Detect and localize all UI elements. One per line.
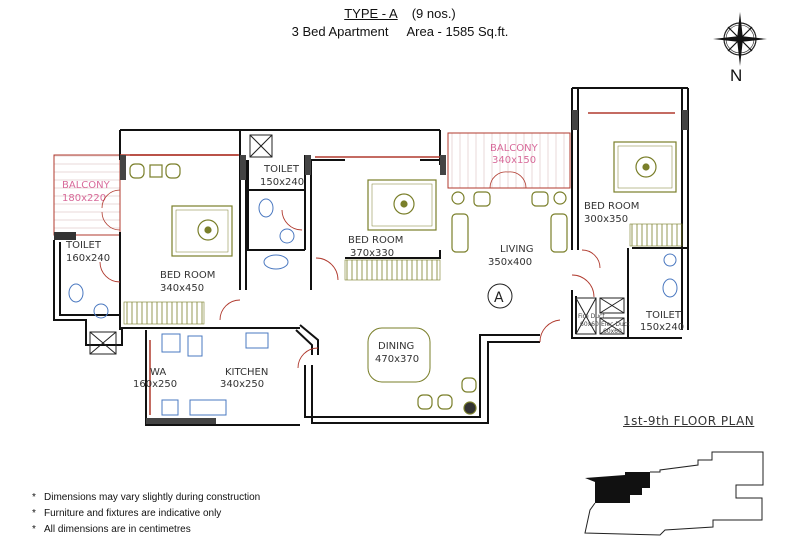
bedroom-mid-dims: 370x330	[350, 248, 394, 259]
elec-duct-name: Elec Duct	[601, 321, 630, 328]
balcony-left-name: BALCONY	[62, 180, 111, 191]
toilet-right-dims: 150x240	[640, 322, 684, 333]
note-text: Furniture and fixtures are indicative on…	[44, 508, 222, 519]
notes-list: * Dimensions may vary slightly during con…	[32, 490, 260, 538]
north-label: N	[730, 66, 743, 85]
wa-name: WA	[150, 367, 166, 378]
note-text: Dimensions may vary slightly during cons…	[44, 492, 261, 503]
plan-title: TYPE - A (9 nos.)	[0, 6, 800, 21]
units-count: (9 nos.)	[411, 6, 456, 21]
bedroom-mid-name: BED ROOM	[348, 235, 403, 246]
bed-mid-icon	[367, 179, 437, 231]
living-dims: 350x400	[488, 257, 532, 268]
apartment-description: 3 Bed Apartment	[291, 24, 389, 39]
toilet-left-name: TOILET	[65, 240, 102, 251]
note-bullet: *	[32, 524, 36, 535]
unit-marker-letter: A	[494, 290, 504, 306]
apartment-area: Area - 1585 Sq.ft.	[406, 24, 509, 39]
elec-duct-dims: 60x60	[603, 328, 622, 335]
sofa-set-icon	[451, 191, 568, 253]
shafts	[89, 134, 625, 355]
wardrobes	[123, 223, 683, 325]
key-plan-title: 1st-9th FLOOR PLAN	[623, 414, 755, 428]
column-blocks	[120, 110, 688, 424]
chairs-icon	[129, 163, 477, 415]
balcony-left: BALCONY 180x220	[53, 154, 121, 240]
bathroom-fixtures-icon	[68, 198, 678, 416]
bedroom-left-name: BED ROOM	[160, 270, 215, 281]
fire-duct	[575, 297, 597, 335]
living-name: LIVING	[500, 244, 534, 255]
wa-dims: 160x250	[133, 379, 177, 390]
note-text: All dimensions are in centimetres	[44, 524, 191, 535]
door-swing	[101, 189, 121, 209]
bedroom-right-dims: 300x350	[584, 214, 628, 225]
note-item: * Dimensions may vary slightly during con…	[32, 490, 260, 506]
note-item: * All dimensions are in centimetres	[32, 522, 260, 538]
balcony-left-dims: 180x220	[62, 193, 106, 204]
kitchen-name: KITCHEN	[225, 367, 268, 378]
note-item: * Furniture and fixtures are indicative o…	[32, 506, 260, 522]
toilet-mid-name: TOILET	[263, 164, 300, 175]
note-bullet: *	[32, 492, 36, 503]
unit-marker: A	[487, 283, 513, 309]
toilet-left-dims: 160x240	[66, 253, 110, 264]
fire-duct-dims: 60x60	[580, 321, 599, 328]
doors	[99, 209, 601, 369]
bedroom-right-name: BED ROOM	[584, 201, 639, 212]
key-plan	[584, 451, 764, 536]
unit-type-label: TYPE - A	[344, 6, 398, 21]
balcony-mid-name: BALCONY	[490, 143, 539, 154]
toilet-right-name: TOILET	[645, 310, 682, 321]
note-bullet: *	[32, 508, 36, 519]
door-swing	[101, 211, 121, 231]
fire-duct-name: Fire Duct	[578, 313, 605, 320]
balcony-mid-dims: 340x150	[492, 155, 536, 166]
toilet-mid-dims: 150x240	[260, 177, 304, 188]
plan-subtitle: 3 Bed Apartment Area - 1585 Sq.ft.	[0, 24, 800, 39]
bedroom-left-dims: 340x450	[160, 283, 204, 294]
dining-name: DINING	[378, 341, 414, 352]
north-compass-icon	[713, 12, 767, 66]
bed-left-icon	[171, 205, 233, 257]
kitchen-dims: 340x250	[220, 379, 264, 390]
dining-dims: 470x370	[375, 354, 419, 365]
balcony-mid: BALCONY 340x150	[447, 132, 571, 189]
walls	[53, 87, 689, 426]
dining-table-icon: DINING 470x370	[367, 327, 431, 383]
windows	[130, 112, 675, 415]
bed-right-icon	[613, 141, 677, 193]
